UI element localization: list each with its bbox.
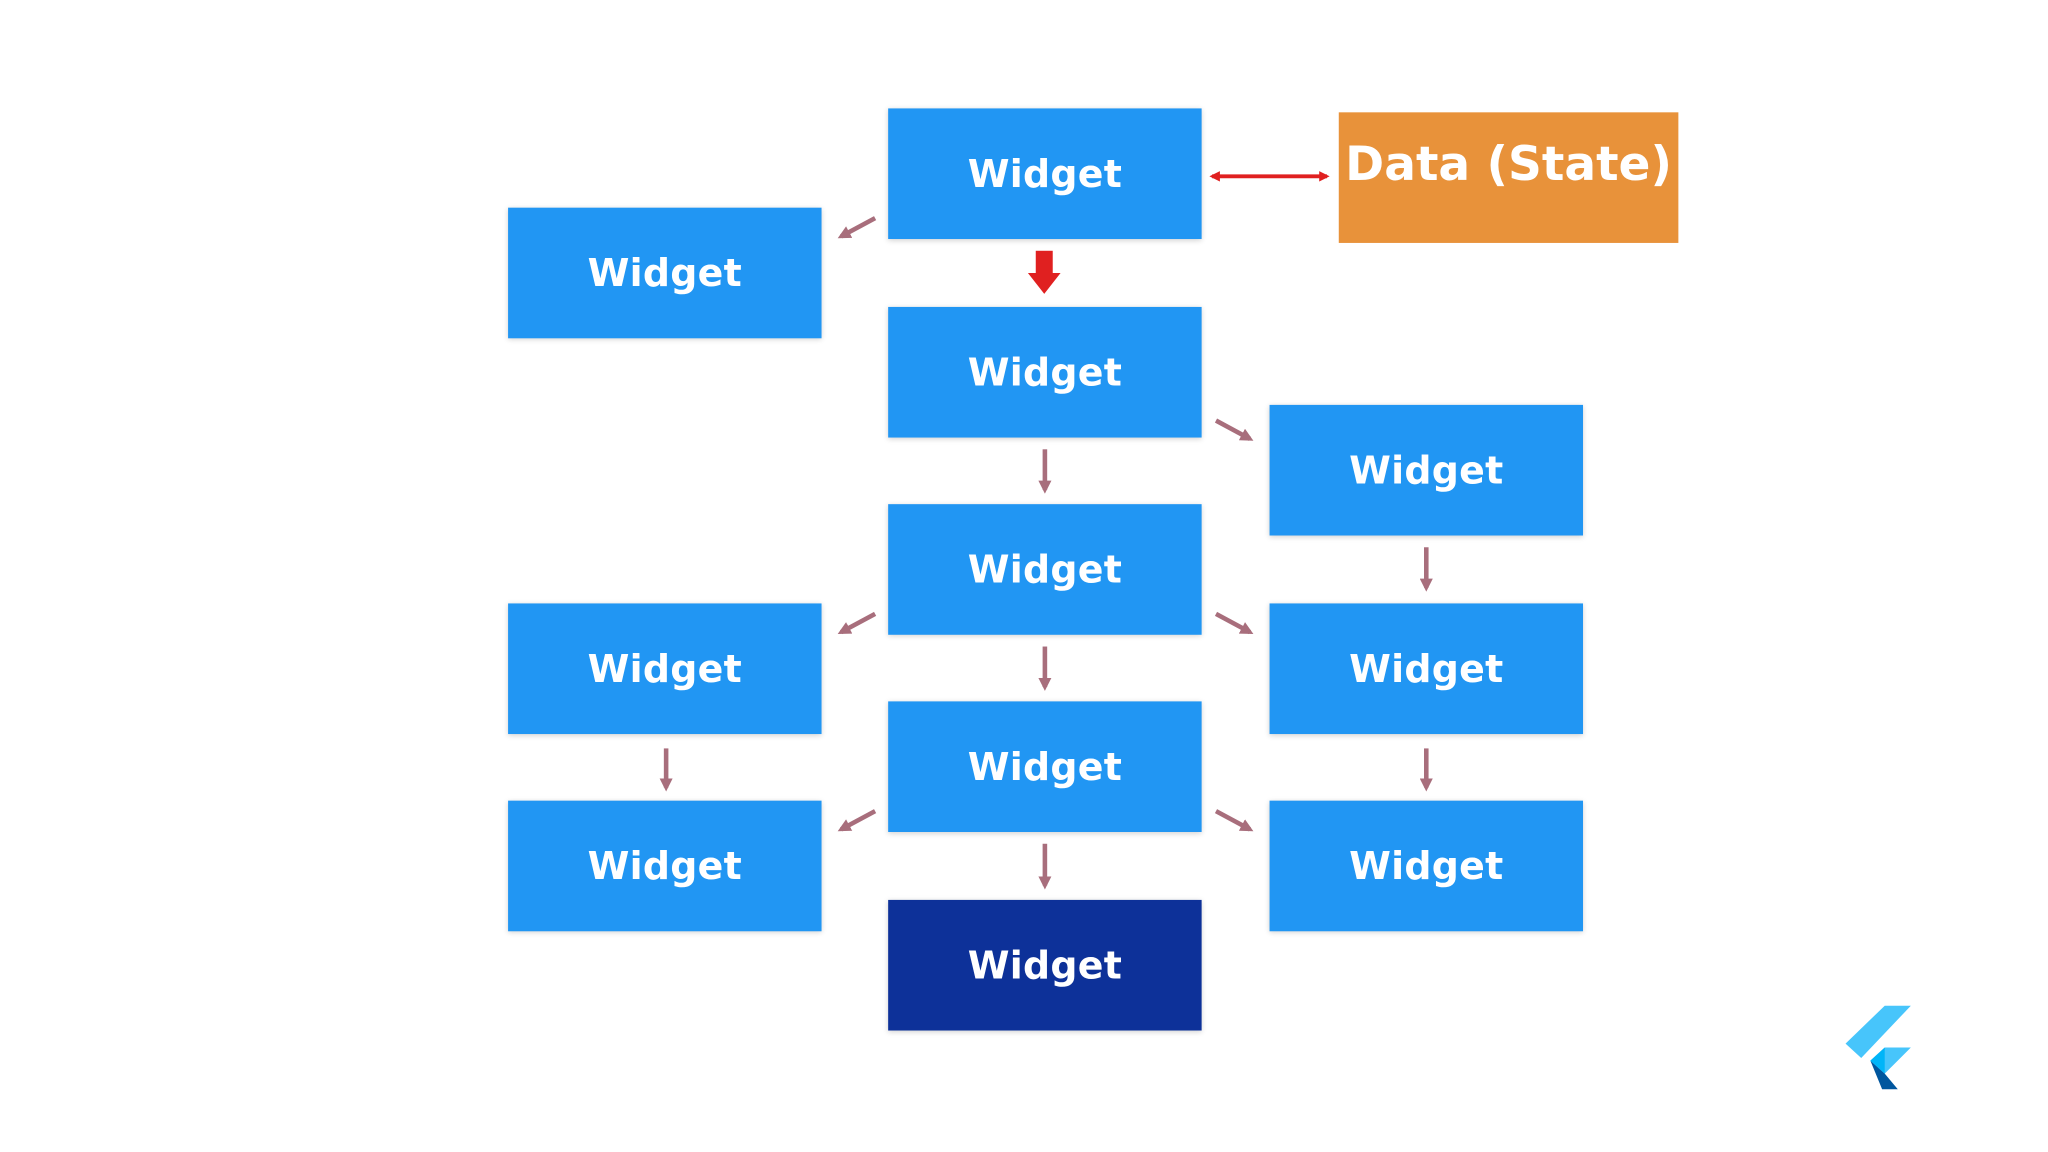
widget-label: Widget <box>967 744 1123 789</box>
widget-label: Widget <box>587 646 742 691</box>
widget-label: Widget <box>1349 646 1504 691</box>
widget-node-left-middle: Widget <box>508 603 822 735</box>
widget-label: Widget <box>967 547 1123 592</box>
widget-node-center-2: Widget <box>888 306 1202 438</box>
edge-center3-to-right2 <box>1214 611 1254 635</box>
widget-node-left-bottom: Widget <box>508 800 822 932</box>
widget-label: Widget <box>587 250 742 296</box>
widget-label: Widget <box>967 943 1123 988</box>
widget-node-root: Widget <box>888 108 1202 240</box>
widget-label: Widget <box>1349 843 1504 889</box>
widget-label: Widget <box>587 843 742 889</box>
widget-label: Widget <box>967 350 1123 395</box>
edge-center2-to-right1 <box>1214 418 1254 441</box>
widget-node-left-top: Widget <box>508 207 822 339</box>
edge-root-to-left-top <box>837 216 877 239</box>
widget-node-right-3: Widget <box>1269 800 1584 932</box>
state-label: Data (State) <box>1345 137 1672 192</box>
widget-label: Widget <box>1349 447 1504 493</box>
edge-center4-to-right3 <box>1214 809 1254 832</box>
widget-node-right-1: Widget <box>1269 404 1584 536</box>
widget-node-center-3: Widget <box>888 504 1202 635</box>
highlight-down-arrow <box>1027 250 1061 294</box>
widget-node-center-4: Widget <box>888 701 1202 832</box>
edge-center4-to-left-bottom <box>837 809 877 832</box>
state-box: Data (State) <box>1338 112 1679 243</box>
widget-node-center-5: Widget <box>888 899 1202 1031</box>
widget-label: Widget <box>967 151 1123 196</box>
flutter-logo-icon <box>1845 1005 1911 1090</box>
edge-center3-to-left-middle <box>837 611 877 635</box>
widget-node-right-2: Widget <box>1269 603 1584 735</box>
